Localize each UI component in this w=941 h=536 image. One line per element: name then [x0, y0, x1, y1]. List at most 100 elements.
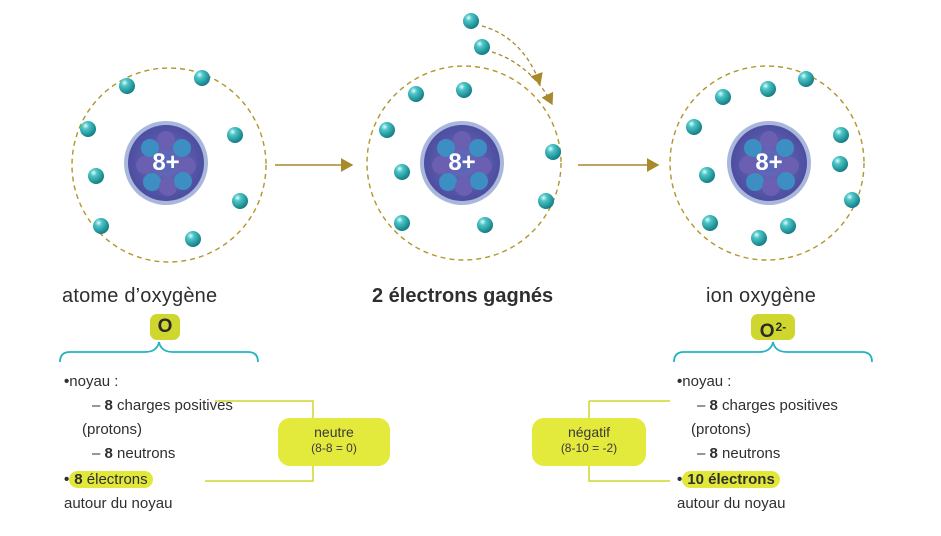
charge-box-neutral: neutre (8-8 = 0) — [278, 418, 390, 466]
proton-text: charges positives — [112, 397, 233, 414]
electrons-highlight: 8 électrons — [69, 471, 153, 488]
list-item: autour du noyau — [64, 492, 233, 516]
left-composition-list: •noyau : – 8 charges positives (protons)… — [64, 370, 233, 516]
electron — [463, 13, 479, 29]
around-text: autour du noyau — [64, 495, 173, 512]
incoming-electrons — [463, 13, 554, 106]
neutron-text: neutrons — [717, 445, 781, 462]
electron — [119, 78, 135, 94]
electron — [474, 39, 490, 55]
list-item: •8 électrons — [64, 468, 233, 492]
electron — [545, 144, 561, 160]
neutron-count: 8 — [709, 445, 718, 462]
symbol-badge-oxygen: O — [150, 314, 180, 340]
noyau-label: noyau : — [69, 373, 119, 390]
connector — [205, 466, 314, 482]
electron — [394, 215, 410, 231]
electron — [751, 230, 767, 246]
list-item: autour du noyau — [677, 492, 838, 516]
electron-text: électrons — [82, 471, 148, 488]
electron — [702, 215, 718, 231]
connector — [588, 466, 670, 482]
middle-caption: 2 électrons gagnés — [372, 285, 554, 307]
list-item: •10 électrons — [677, 468, 838, 492]
neutron-text: neutrons — [112, 445, 176, 462]
list-item: •noyau : — [64, 373, 119, 390]
electron — [408, 86, 424, 102]
electron — [93, 218, 109, 234]
right-title: ion oxygène — [706, 285, 817, 307]
protons-note: (protons) — [691, 421, 752, 438]
electron — [477, 217, 493, 233]
symbol-badge-ion: O2- — [751, 314, 795, 342]
list-item: – 8 charges positives — [697, 397, 838, 414]
list-item: (protons) — [677, 418, 838, 442]
electrons — [80, 70, 248, 247]
electron — [394, 164, 410, 180]
electron — [798, 71, 814, 87]
electron-text: 10 électrons — [687, 471, 775, 488]
electron-count: 8 — [74, 471, 83, 488]
protons-note: (protons) — [82, 421, 143, 438]
list-item: – 8 charges positives — [92, 397, 233, 414]
list-item: •noyau : — [677, 373, 732, 390]
brace-left — [59, 341, 259, 363]
charge-formula: (8-8 = 0) — [311, 441, 357, 455]
proton-text: charges positives — [717, 397, 838, 414]
symbol: O — [759, 321, 775, 342]
electron — [760, 81, 776, 97]
orbit — [71, 67, 267, 263]
charge-formula: (8-10 = -2) — [560, 441, 618, 455]
electron — [80, 121, 96, 137]
symbol: O — [157, 316, 173, 337]
nucleus-charge-label: 8+ — [152, 149, 180, 176]
electron — [379, 122, 395, 138]
charge-label: négatif — [567, 424, 611, 440]
left-title: atome d’oxygène — [62, 285, 218, 307]
brace-right — [673, 341, 873, 363]
atom-oxygen — [71, 67, 267, 263]
connector — [215, 400, 314, 418]
ion-oxygen — [669, 65, 865, 261]
nucleus — [727, 121, 811, 205]
charge-box-negative: négatif (8-10 = -2) — [532, 418, 646, 466]
incoming-arrow — [491, 51, 554, 106]
electron — [456, 82, 472, 98]
symbol-charge: 2- — [775, 320, 787, 334]
noyau-label: noyau : — [682, 373, 732, 390]
electron — [185, 231, 201, 247]
electron — [194, 70, 210, 86]
neutron-count: 8 — [104, 445, 113, 462]
electron — [88, 168, 104, 184]
list-item: – 8 neutrons — [697, 445, 781, 462]
list-item: – 8 neutrons — [92, 445, 176, 462]
incoming-arrow — [481, 25, 543, 86]
electron — [833, 127, 849, 143]
around-text: autour du noyau — [677, 495, 786, 512]
electron — [227, 127, 243, 143]
proton-count: 8 — [104, 397, 113, 414]
right-composition-list: •noyau : – 8 charges positives (protons)… — [677, 370, 838, 516]
electron — [832, 156, 848, 172]
electrons — [379, 82, 561, 233]
atom-gaining-electrons — [366, 13, 562, 261]
electron — [686, 119, 702, 135]
electron — [844, 192, 860, 208]
orbit — [366, 65, 562, 261]
nucleus — [420, 121, 504, 205]
electron — [538, 193, 554, 209]
nucleus-charge-label: 8+ — [755, 149, 783, 176]
electron — [780, 218, 796, 234]
nucleus — [124, 121, 208, 205]
charge-label: neutre — [314, 424, 354, 440]
electrons — [686, 71, 860, 246]
nucleus-charge-label: 8+ — [448, 149, 476, 176]
list-item: (protons) — [64, 418, 233, 442]
electron — [232, 193, 248, 209]
electron — [715, 89, 731, 105]
proton-count: 8 — [709, 397, 718, 414]
orbit — [669, 65, 865, 261]
electrons-highlight: 10 électrons — [682, 471, 780, 488]
